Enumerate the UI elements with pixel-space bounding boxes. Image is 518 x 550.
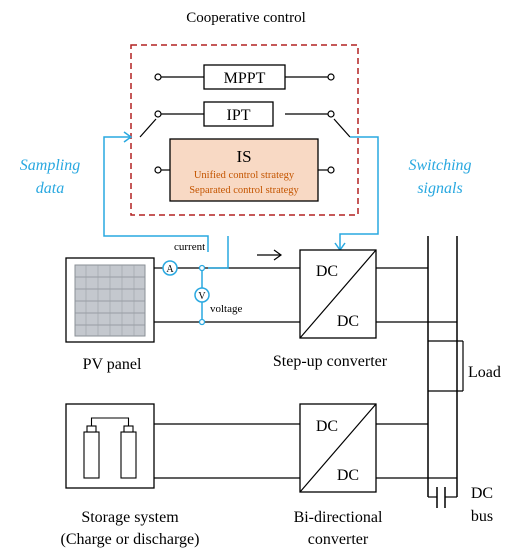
storage-label: Storage system: [81, 509, 179, 526]
current-label: current: [174, 241, 205, 253]
step-up-diagonal: [299, 249, 377, 339]
is-box: [169, 138, 319, 202]
storage-system: [65, 403, 155, 489]
switching-label: Switching: [408, 157, 471, 174]
battery-right: [120, 431, 137, 479]
cooperative-control-box: [130, 44, 359, 216]
left-selector-switch: [139, 118, 157, 138]
ipt-branch: IPT: [154, 101, 335, 127]
pv-panel: [65, 257, 155, 343]
is-branch: IS Unified control strategy Separated co…: [154, 138, 335, 202]
bidirectional-dc-top: DC: [316, 418, 338, 435]
sampling-signal-line: [103, 136, 209, 252]
switching-signal-line: [339, 136, 379, 250]
voltage-label: voltage: [210, 303, 242, 315]
unified-strategy-label: Unified control strategy: [194, 170, 295, 181]
voltmeter-symbol: V: [198, 291, 206, 302]
bidirectional-label-2: converter: [308, 531, 369, 548]
step-up-dc-bottom: DC: [337, 313, 359, 330]
is-label: IS: [236, 147, 251, 166]
data-label: data: [36, 180, 64, 197]
ipt-label: IPT: [227, 107, 251, 124]
bidirectional-dc-bottom: DC: [337, 467, 359, 484]
dc-bus-label-2: bus: [471, 508, 493, 525]
battery-left: [83, 431, 100, 479]
signals-label: signals: [417, 180, 462, 197]
ammeter-symbol: A: [166, 264, 174, 275]
load-label: Load: [468, 364, 501, 381]
flow-arrow-head: [273, 249, 283, 261]
pv-panel-label: PV panel: [83, 356, 142, 373]
sampling-label: Sampling: [20, 157, 80, 174]
step-up-label: Step-up converter: [273, 353, 388, 370]
dc-bus-label: DC: [471, 485, 493, 502]
mppt-box: [203, 64, 286, 90]
ammeter: [162, 260, 178, 276]
voltage-node-bottom: [198, 318, 206, 326]
mppt-branch: MPPT: [154, 64, 335, 90]
bidirectional-diagonal: [299, 403, 377, 493]
voltage-node-top: [198, 264, 206, 272]
separated-strategy-label: Separated control strategy: [189, 185, 299, 196]
current-sense-line: [208, 236, 229, 269]
storage-mode-label: (Charge or discharge): [61, 531, 200, 548]
right-selector-switch: [333, 118, 351, 138]
ipt-box: [203, 101, 274, 127]
sampling-arrowhead: [123, 131, 133, 143]
step-up-dc-top: DC: [316, 263, 338, 280]
voltmeter: [194, 287, 210, 303]
bidirectional-label: Bi-directional: [294, 509, 383, 526]
diagram-title: Cooperative control: [186, 10, 306, 26]
mppt-label: MPPT: [224, 70, 266, 87]
